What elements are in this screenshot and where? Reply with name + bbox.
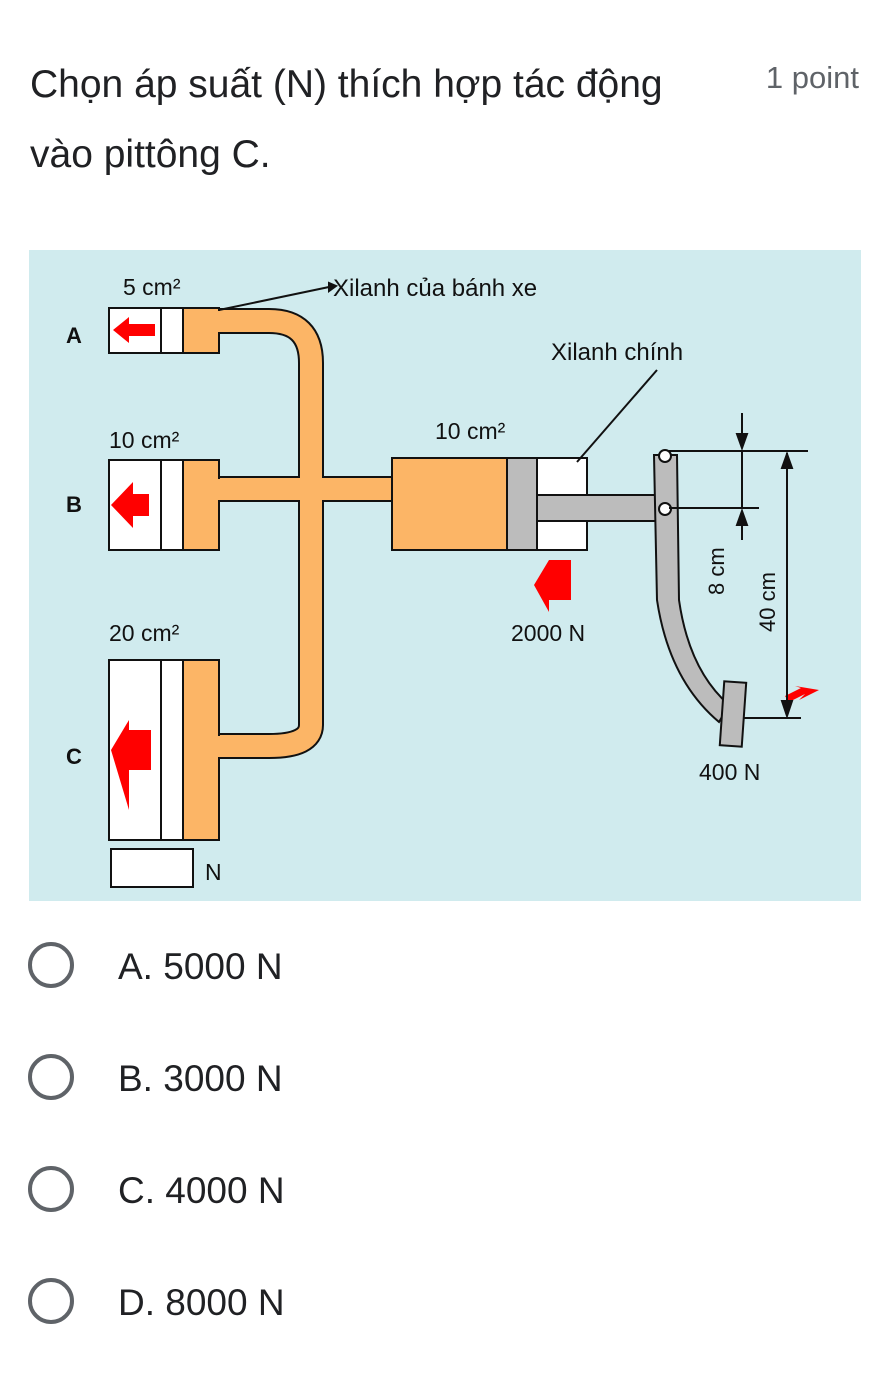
force-arrow-c — [111, 720, 151, 810]
answer-box — [110, 848, 194, 888]
dimension-lines — [218, 281, 808, 720]
radio-d[interactable] — [28, 1278, 74, 1324]
wheel-cylinder-label: Xilanh của bánh xe — [333, 275, 537, 302]
master-cylinder-label: Xilanh chính — [551, 339, 683, 366]
area-master-label: 10 cm² — [435, 418, 506, 444]
option-b-label: B. 3000 N — [118, 1058, 283, 1099]
force-arrow-pedal — [785, 686, 819, 702]
option-c[interactable]: C. 4000 N — [0, 1136, 885, 1248]
dist-long-label: 40 cm — [755, 572, 780, 632]
label-b: B — [66, 492, 82, 517]
pedal-force-label: 400 N — [699, 759, 760, 785]
brake-pedal — [652, 449, 819, 748]
force-arrow-a — [113, 317, 155, 343]
force-arrow-master — [534, 560, 571, 612]
option-c-label: C. 4000 N — [118, 1170, 285, 1211]
option-a-label: A. 5000 N — [118, 946, 283, 987]
option-a[interactable]: A. 5000 N — [0, 912, 885, 1024]
option-b[interactable]: B. 3000 N — [0, 1024, 885, 1136]
label-c: C — [66, 744, 82, 769]
option-d-label: D. 8000 N — [118, 1282, 285, 1323]
radio-c[interactable] — [28, 1166, 74, 1212]
question-title: Chọn áp suất (N) thích hợp tác động vào … — [30, 63, 663, 176]
hydraulic-brake-diagram: A B C 5 cm² 10 cm² 20 cm² 10 cm² Xilanh … — [29, 250, 861, 901]
question-points: 1 point — [765, 60, 859, 95]
dist-short-label: 8 cm — [704, 547, 729, 595]
area-a-label: 5 cm² — [123, 274, 181, 300]
master-force-label: 2000 N — [511, 620, 585, 646]
answer-unit-label: N — [205, 859, 222, 885]
area-b-label: 10 cm² — [109, 427, 180, 453]
master-cylinder — [391, 457, 666, 612]
radio-a[interactable] — [28, 942, 74, 988]
cylinder-a — [108, 307, 220, 354]
fluid-lines-fill — [215, 310, 396, 757]
cylinder-c — [108, 659, 220, 841]
cylinder-b — [108, 459, 220, 551]
label-a: A — [66, 323, 82, 348]
area-c-label: 20 cm² — [109, 620, 180, 646]
option-d[interactable]: D. 8000 N — [0, 1248, 885, 1360]
radio-b[interactable] — [28, 1054, 74, 1100]
force-arrow-b — [111, 482, 149, 528]
